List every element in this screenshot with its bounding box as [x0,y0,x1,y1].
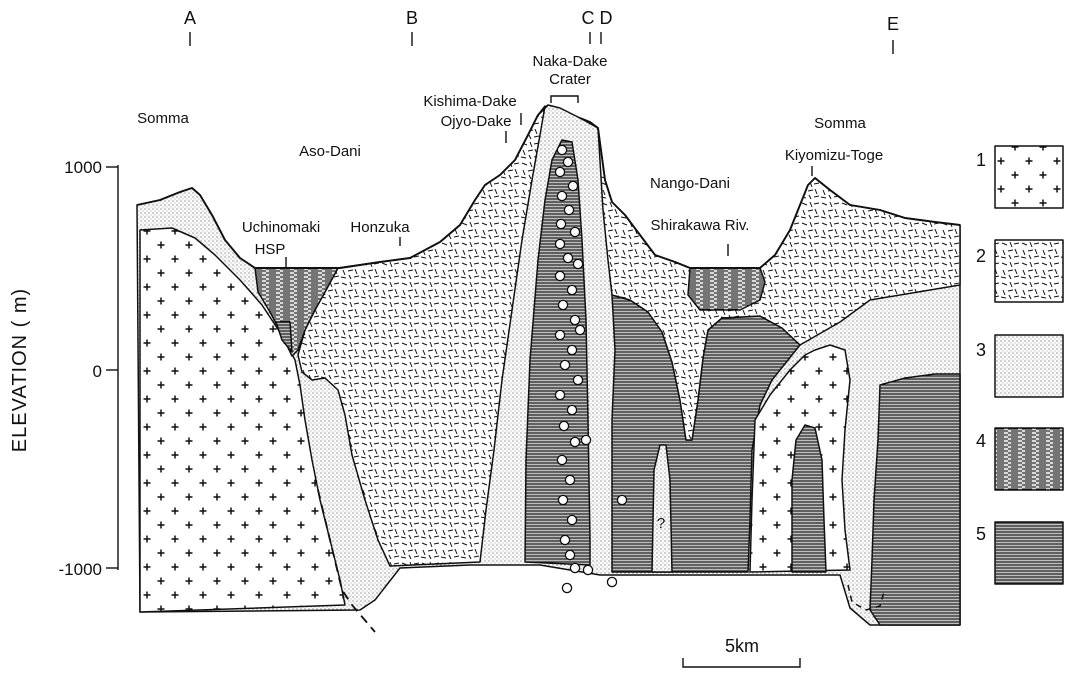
axis-tick-label-minus-1000: -1000 [59,560,102,579]
legend-number-2: 2 [976,246,986,266]
circle-marker [558,300,567,309]
circle-marker [560,360,569,369]
circle-marker [560,535,569,544]
section-marker-a: A [184,8,196,28]
label-crater: Crater [549,71,591,88]
circle-marker [570,563,579,572]
circle-marker [557,145,566,154]
circle-marker [570,227,579,236]
legend-number-3: 3 [976,340,986,360]
section-marker-b: B [406,8,418,28]
scale-bar [683,658,800,667]
label-kiyomizu-toge: Kiyomizu-Toge [785,147,883,164]
circle-marker [607,577,616,586]
circle-marker [583,565,592,574]
section-marker-e: E [887,14,899,34]
legend-swatch-1 [995,146,1063,208]
scale-bar-label: 5km [725,636,759,656]
circle-marker [568,181,577,190]
legend-swatch-2 [995,240,1063,302]
circle-marker [567,345,576,354]
circle-marker [555,271,564,280]
circle-marker [563,253,572,262]
label-somma-right: Somma [814,115,866,132]
axis-tick-label-0: 0 [93,362,102,381]
label-nango-dani: Nango-Dani [650,175,730,192]
circle-marker [555,239,564,248]
legend-number-4: 4 [976,431,986,451]
circle-marker [575,325,584,334]
section-marker-c: C [582,8,595,28]
circle-marker [556,219,565,228]
label-kishima-dake: Kishima-Dake [423,93,516,110]
circle-marker [567,285,576,294]
circle-marker [555,390,564,399]
circle-marker [573,375,582,384]
circle-marker [570,437,579,446]
circle-marker [565,475,574,484]
label-ojyo-dake: Ojyo-Dake [441,113,512,130]
legend-swatch-3 [995,335,1063,397]
circle-marker [581,435,590,444]
label-uchinomaki: Uchinomaki [242,219,320,236]
legend-swatch-4 [995,428,1063,490]
legend: 1 2 3 4 5 [976,146,1063,584]
circle-marker [562,583,571,592]
uncertain-mark: ? [657,515,665,532]
circle-marker [557,455,566,464]
circle-marker [559,421,568,430]
circle-marker [573,259,582,268]
label-honzuka: Honzuka [350,219,410,236]
label-hsp: HSP [255,241,286,258]
circle-marker [567,405,576,414]
circle-marker [557,191,566,200]
elevation-axis-title: ELEVATION ( m) [9,288,31,452]
label-naka-dake: Naka-Dake [532,53,607,70]
axis-tick-label-1000: 1000 [64,158,102,177]
label-somma-left: Somma [137,110,189,127]
label-shirakawa-river: Shirakawa Riv. [651,217,750,234]
crater-bracket [551,96,578,103]
circle-marker [570,315,579,324]
section-marker-d: D [600,8,613,28]
unit-5-far-right [870,374,960,625]
circle-marker [565,550,574,559]
circle-marker [567,515,576,524]
circle-marker [555,330,564,339]
unit-4-nango-basin [688,268,765,310]
circle-marker [558,495,567,504]
legend-number-1: 1 [976,150,986,170]
label-aso-dani: Aso-Dani [299,143,361,160]
circle-marker [564,205,573,214]
circle-marker [563,157,572,166]
circle-marker [555,167,564,176]
legend-number-5: 5 [976,524,986,544]
legend-swatch-5 [995,522,1063,584]
circle-marker [617,495,626,504]
